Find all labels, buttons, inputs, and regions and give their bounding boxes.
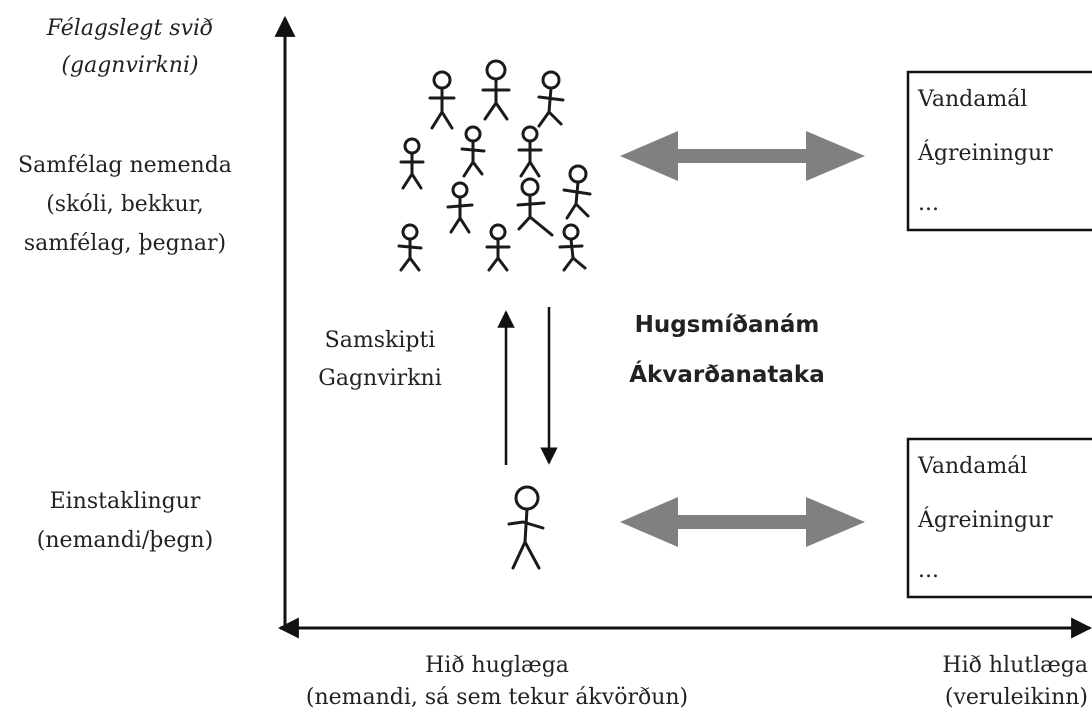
center-line2: Ákvarðanataka [629,360,825,388]
bottom-box-line1: Vandamál [917,454,1027,479]
interaction-line2: Gagnvirkni [318,366,441,391]
y-axis-title-line2: (gagnvirkni) [61,53,198,78]
top-box-line2: Ágreiningur [917,139,1053,166]
lower-level-line2: (nemandi/þegn) [37,528,213,553]
upper-level-line3: samfélag, þegnar) [24,231,226,256]
right-pole-line2: (veruleikinn) [945,685,1088,710]
lower-level-line1: Einstaklingur [50,489,201,514]
interaction-line1: Samskipti [325,328,436,353]
right-pole-line1: Hið hlutlæga [942,653,1088,678]
bottom-box-line2: Ágreiningur [917,506,1053,533]
individual-figure [507,485,545,570]
top-double-arrow [620,131,865,181]
community-figures [397,59,592,272]
bottom-box [906,437,1092,599]
top-box-line1: Vandamál [917,87,1027,112]
left-pole-line1: Hið huglæga [425,653,569,678]
bottom-box-line3: ... [918,558,939,583]
upper-level-line2: (skóli, bekkur, [46,192,204,217]
top-box-line3: ... [918,191,939,216]
top-box [906,70,1092,232]
bottom-double-arrow [620,497,865,547]
left-pole-line2: (nemandi, sá sem tekur ákvörðun) [306,685,688,710]
y-axis-title-line1: Félagslegt svið [46,16,214,41]
upper-level-line1: Samfélag nemenda [18,153,232,178]
center-line1: Hugsmíðanám [635,312,820,338]
